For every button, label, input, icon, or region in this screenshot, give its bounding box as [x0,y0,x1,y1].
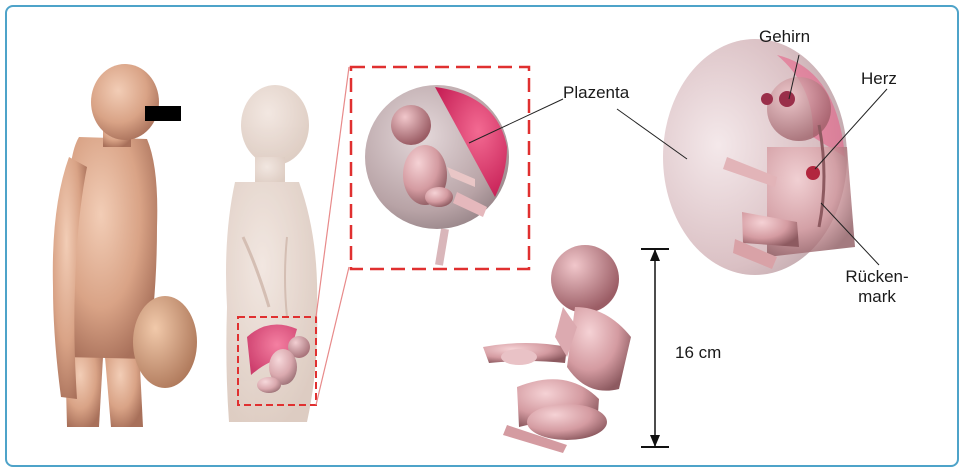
pregnant-belly [133,296,197,388]
brain-marker [779,91,795,107]
transparent-mother-model [226,85,317,422]
zoom-connector-line [316,67,349,317]
spinal-cord-label: Rücken- mark [839,267,915,306]
fetus-model-illustration [7,7,957,465]
scale-bar [641,249,669,447]
spinal-cord-label-line1: Rücken- [839,267,915,287]
brain-label: Gehirn [759,27,810,47]
eye-censor-bar [145,106,181,121]
mother-body-model [53,64,197,427]
fetus-in-sac-detail [365,85,509,265]
placenta-label: Plazenta [563,83,629,103]
size-label: 16 cm [675,343,721,363]
spinal-cord-label-line2: mark [839,287,915,307]
zoom-connector-line [316,267,349,405]
heart-label: Herz [861,69,897,89]
figure-frame: Plazenta Gehirn Herz Rücken- mark 16 cm [5,5,959,467]
fetus-model [483,245,631,453]
heart-marker [806,166,820,180]
